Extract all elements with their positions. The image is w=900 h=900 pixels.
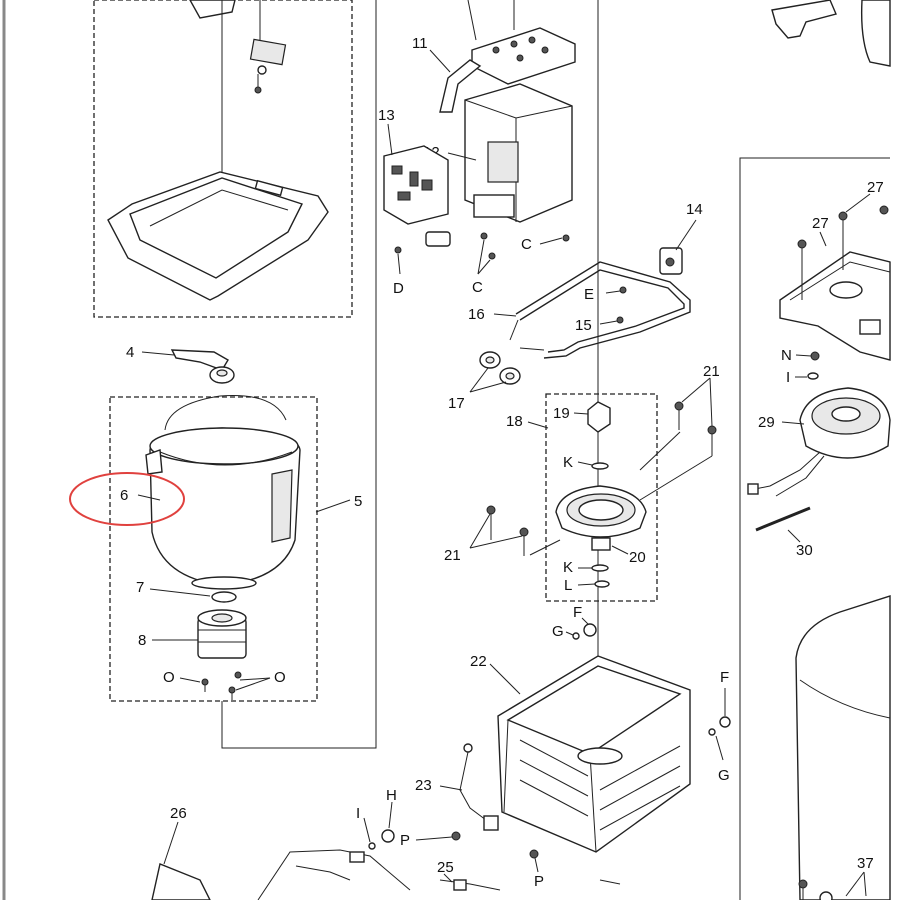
part-label-L: L: [564, 577, 572, 594]
part-label-D: D: [393, 280, 404, 297]
bottom-bracket-part: [151, 863, 211, 900]
kneading-blade-part: [170, 349, 235, 384]
part-label-K-1: K: [563, 454, 573, 471]
part-label-6: 6: [120, 487, 128, 504]
part-label-14: 14: [686, 201, 703, 218]
motor-wire-part: [749, 451, 825, 497]
small-connector-part: [425, 231, 451, 247]
heater-terminal-part: [479, 351, 521, 385]
part-label-18: 18: [506, 413, 523, 430]
part-label-5: 5: [354, 493, 362, 510]
heater-bracket-part: [659, 247, 683, 275]
part-label-C-2: C: [521, 236, 532, 253]
part-label-N: N: [781, 347, 792, 364]
part-label-16: 16: [468, 306, 485, 323]
part-label-F-2: F: [720, 669, 729, 686]
part-label-I-1: I: [356, 805, 360, 822]
part-label-P-2: P: [534, 873, 544, 890]
part-label-7: 7: [136, 579, 144, 596]
part-label-27-b: 27: [867, 179, 884, 196]
outer-case-part: [795, 595, 891, 900]
part-label-30: 30: [796, 542, 813, 559]
motor-coupling-box: [545, 393, 658, 602]
part-label-O-1: O: [163, 669, 175, 686]
baking-chamber-part: [497, 655, 691, 853]
wiring-harness-part: [257, 849, 621, 900]
part-label-25: 25: [437, 859, 454, 876]
control-housing-part: [464, 83, 573, 223]
lid-part: [107, 171, 329, 301]
part-label-4: 4: [126, 344, 134, 361]
control-panel-part: [471, 27, 576, 85]
top-right-part: [771, 0, 891, 67]
circuit-board-part: [383, 145, 449, 225]
part-label-15: 15: [575, 317, 592, 334]
part-label-20: 20: [629, 549, 646, 566]
part-label-26: 26: [170, 805, 187, 822]
motor-part: [799, 387, 891, 459]
part-label-17: 17: [448, 395, 465, 412]
part-label-C-1: C: [472, 279, 483, 296]
part-label-11: 11: [412, 35, 428, 52]
part-label-O-2: O: [274, 669, 286, 686]
ribbon-cable-part: [439, 59, 482, 113]
part-label-E: E: [584, 286, 594, 303]
part-label-27-a: 27: [812, 215, 829, 232]
part-label-F-1: F: [573, 604, 582, 621]
part-label-13: 13: [378, 107, 395, 124]
screws-o: [201, 671, 242, 700]
lid-top-hinge-part: [189, 0, 287, 94]
heater-element-part: [515, 261, 691, 359]
lid-assembly-box: [93, 0, 353, 318]
part-label-21-b: 21: [444, 547, 461, 564]
bread-pan-part: [145, 395, 301, 590]
part-label-19: 19: [553, 405, 570, 422]
part-label-23: 23: [415, 777, 432, 794]
part-label-G-2: G: [718, 767, 730, 784]
part-label-22: 22: [470, 653, 487, 670]
o-ring-part: [211, 591, 237, 603]
highlight-ring: [69, 472, 185, 526]
part-label-8: 8: [138, 632, 146, 649]
part-label-37: 37: [857, 855, 874, 872]
part-label-I-2: I: [786, 369, 790, 386]
coupling-base-part: [555, 485, 647, 551]
part-label-H: H: [386, 787, 397, 804]
part-label-21-a: 21: [703, 363, 720, 380]
motor-mount-plate-part: [779, 251, 891, 361]
part-label-G-1: G: [552, 623, 564, 640]
part-label-P-1: P: [400, 832, 410, 849]
part-label-K-2: K: [563, 559, 573, 576]
part-label-29: 29: [758, 414, 775, 431]
motor-wire-30-part: [755, 506, 811, 532]
drive-shaft-part: [587, 401, 611, 446]
pan-drive-unit-part: [197, 609, 247, 659]
sensor-harness-part: [459, 743, 499, 831]
